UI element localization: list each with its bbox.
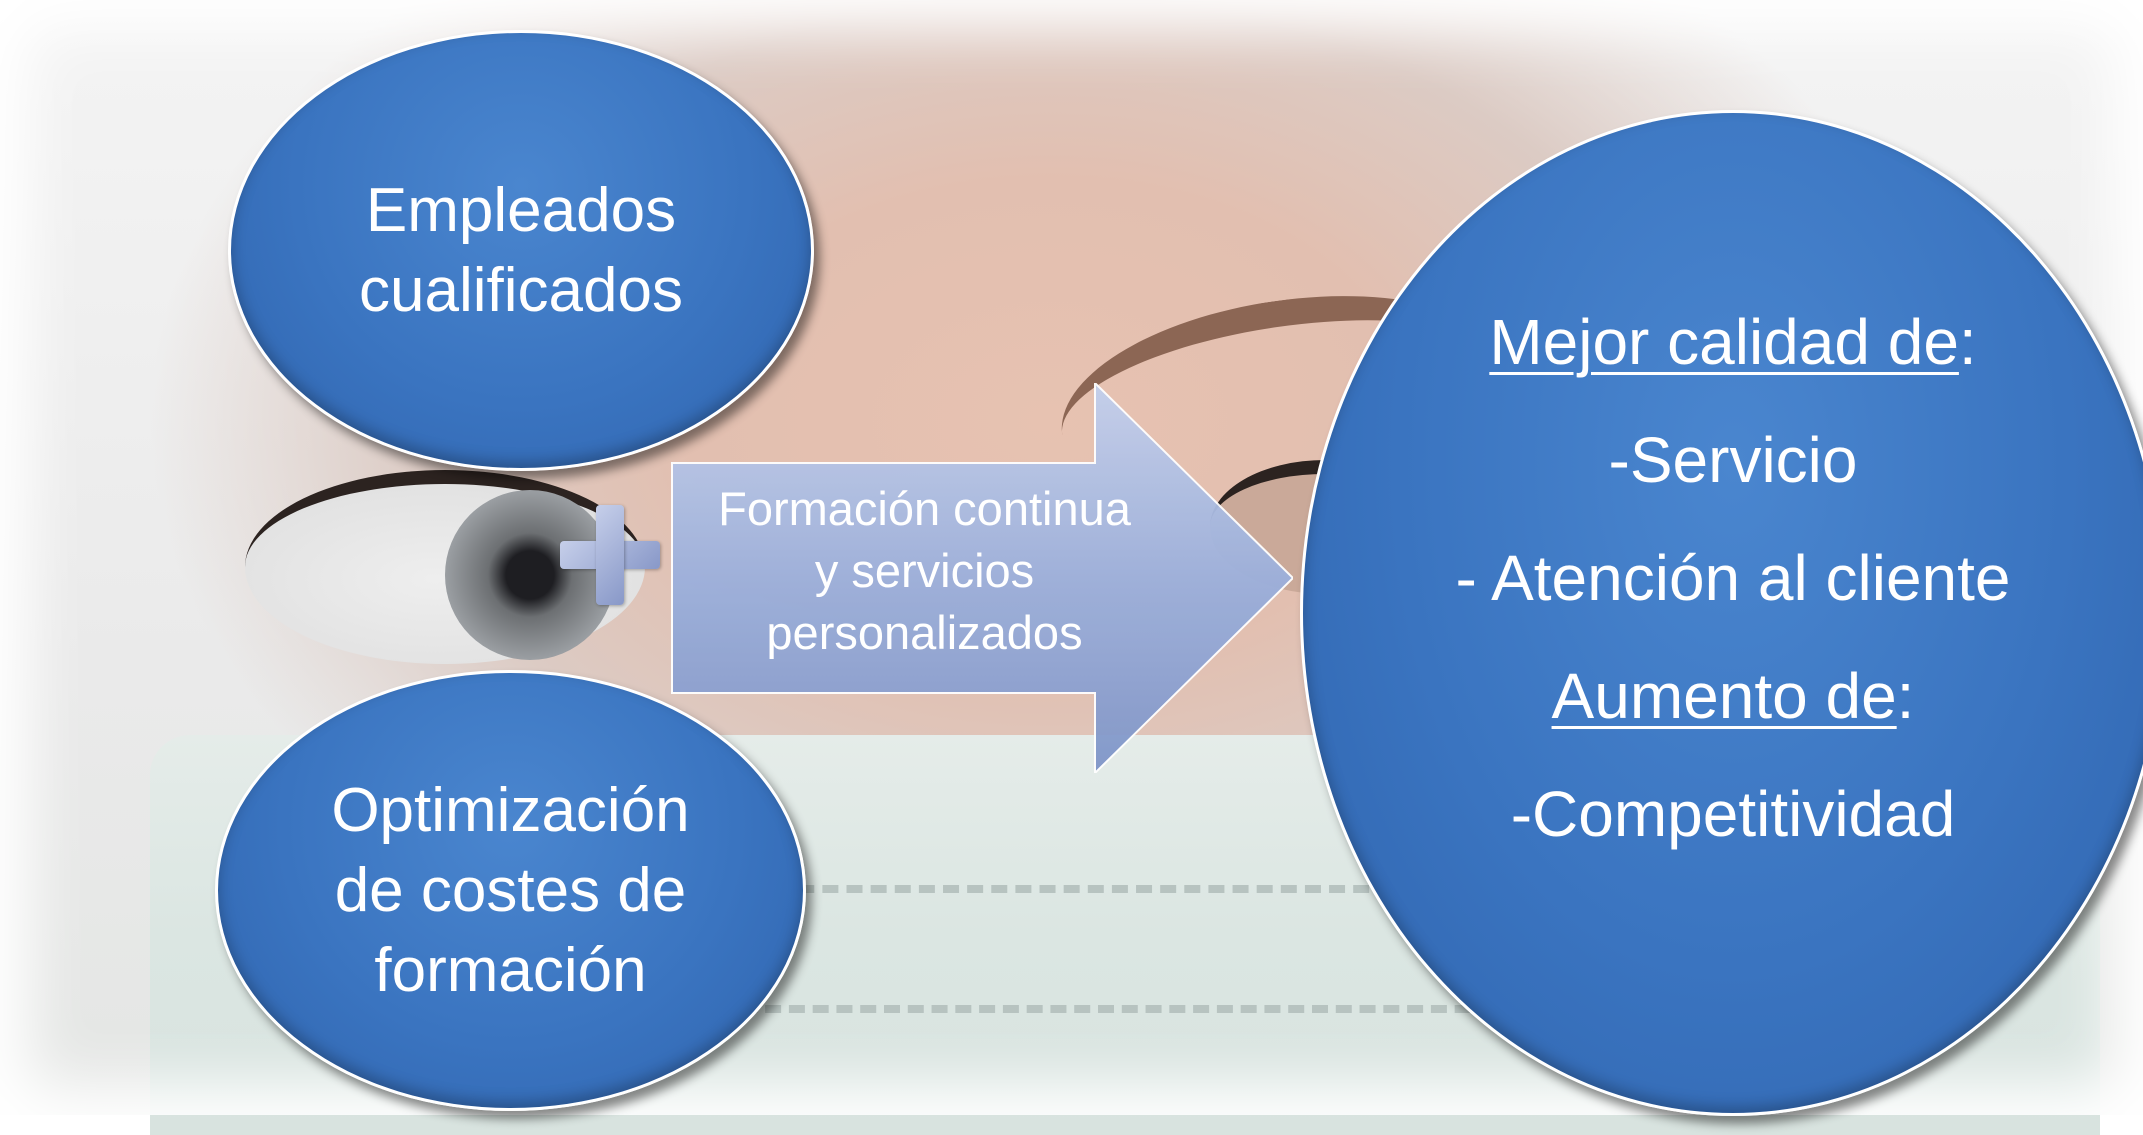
results-heading-increase-text: Aumento de	[1551, 660, 1897, 732]
arrow-label-line: Formación continua	[718, 482, 1131, 535]
results-heading-increase-colon: :	[1896, 660, 1915, 732]
arrow-label-line: y servicios	[814, 544, 1035, 597]
results-heading-quality: Mejor calidad de:	[1489, 283, 1976, 401]
bubble-qualified-employees: Empleados cualificados	[228, 30, 814, 471]
bubble-text-line: de costes de	[334, 855, 687, 925]
bubble-cost-optimization: Optimización de costes de formación	[215, 670, 806, 1111]
arrow-label-line: personalizados	[766, 606, 1083, 659]
iris	[445, 490, 615, 660]
results-item-competitiveness: -Competitividad	[1510, 778, 1956, 850]
results-item-service: -Servicio	[1608, 424, 1858, 496]
mask-stitching	[750, 885, 1900, 893]
results-item-customer-care: - Atención al cliente	[1455, 542, 2011, 614]
bubble-text-line: cualificados	[359, 255, 683, 325]
bubble-text-line: Optimización	[331, 775, 690, 845]
arrow-label: Formación continua y servicios personali…	[672, 478, 1177, 664]
arrow-shape	[671, 383, 1293, 773]
plus-icon	[560, 505, 660, 605]
bubble-text-line: Empleados	[365, 175, 677, 245]
mask-stitching	[670, 1005, 1970, 1013]
bubble-text-line: formación	[374, 935, 647, 1005]
results-heading-quality-text: Mejor calidad de	[1489, 306, 1959, 378]
results-heading-increase: Aumento de:	[1552, 637, 1915, 755]
bubble-results: Mejor calidad de: -Servicio - Atención a…	[1300, 110, 2143, 1116]
results-heading-quality-colon: :	[1958, 306, 1977, 378]
